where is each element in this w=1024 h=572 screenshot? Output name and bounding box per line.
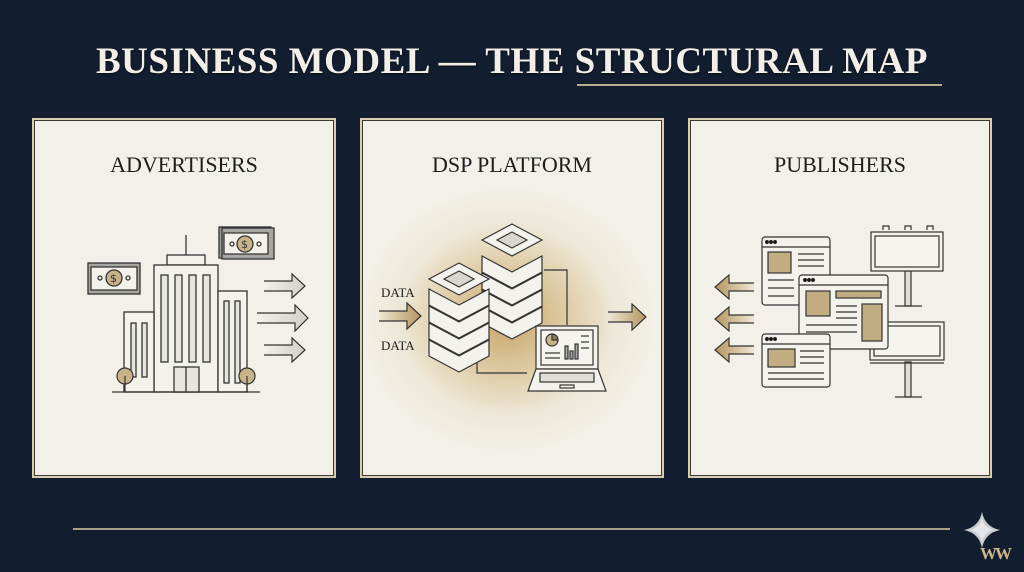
laptop-analytics-icon xyxy=(527,325,607,392)
title-underline xyxy=(577,84,942,86)
tree-icon xyxy=(116,367,134,392)
publishers-illustration xyxy=(714,225,945,398)
advertisers-illustration: $ $ xyxy=(87,226,309,393)
logo-letter: W xyxy=(980,544,997,563)
card-title-dsp: DSP PLATFORM xyxy=(432,152,592,177)
webpage-icon xyxy=(761,333,831,388)
publishers-card: PUBLISHERS xyxy=(688,118,992,478)
money-bill-icon: $ xyxy=(87,262,141,295)
server-stack-icon xyxy=(427,262,491,373)
webpage-icon xyxy=(798,274,889,350)
logo-letter: W xyxy=(995,544,1012,563)
office-building-icon xyxy=(112,235,260,393)
four-point-star-icon xyxy=(964,512,1000,548)
server-stack-icon xyxy=(480,223,544,340)
advertisers-card: ADVERTISERS $ $ xyxy=(32,118,336,478)
card-title-publishers: PUBLISHERS xyxy=(773,152,907,177)
logo-monogram: WW xyxy=(980,544,1012,564)
slide-title: BUSINESS MODEL — THE STRUCTURAL MAP xyxy=(95,41,929,82)
card-title-advertisers: ADVERTISERS xyxy=(110,152,258,177)
dsp-platform-card: DSP PLATFORM DATA DATA xyxy=(360,118,664,478)
outgoing-arrow-icon xyxy=(257,272,309,364)
outgoing-arrow-icon xyxy=(608,302,647,332)
svg-text:$: $ xyxy=(110,272,117,285)
money-bill-icon: $ xyxy=(218,226,275,260)
data-label-bottom: DATA xyxy=(381,338,415,353)
incoming-arrow-icon xyxy=(379,301,422,331)
incoming-arrow-icon xyxy=(714,273,754,364)
tree-icon xyxy=(238,367,256,392)
billboard-icon xyxy=(870,225,944,307)
footer-divider xyxy=(73,528,950,530)
data-label-top: DATA xyxy=(381,285,415,300)
dsp-illustration xyxy=(379,223,647,392)
svg-text:$: $ xyxy=(241,238,248,251)
